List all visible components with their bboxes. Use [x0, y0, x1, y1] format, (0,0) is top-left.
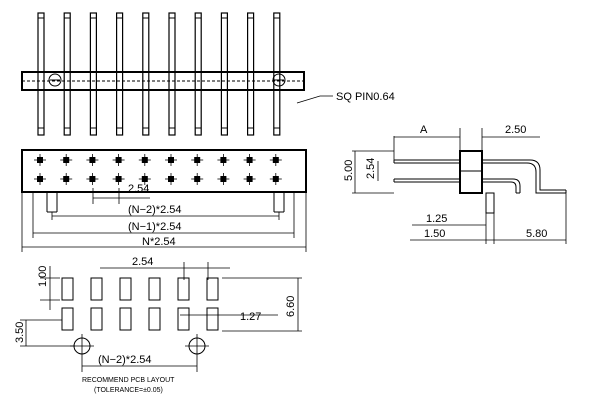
pin-dot	[165, 173, 177, 185]
dim-n-2-54: N*2.54	[142, 236, 176, 248]
front-mark-left	[48, 73, 62, 87]
pin-dot	[217, 173, 230, 185]
pcb-1-00: 1.00	[37, 266, 49, 287]
lower-bent-pin	[482, 178, 521, 193]
pcb-2-54: 2.54	[132, 256, 153, 268]
pin-dot	[138, 173, 151, 185]
pin-dot	[34, 173, 46, 185]
pcb-pad	[177, 277, 190, 301]
pin-dot	[86, 173, 99, 185]
bottom-view: 2.54 (N−2)*2.54 (N−1)*2.54 N*2.54	[21, 149, 307, 252]
left-peg	[46, 192, 58, 213]
dim-2-54-top: 2.54	[128, 183, 149, 195]
pcb-pads	[61, 277, 219, 331]
pcb-pad	[206, 307, 219, 331]
pcb-pad	[90, 307, 103, 331]
pcb-pad	[177, 307, 190, 331]
pcb-pad	[148, 277, 161, 301]
pcb-pad	[119, 277, 132, 301]
side-view: A 2.50 5.00 2.54 1.25 1.50 5.80	[343, 124, 567, 244]
front-mark-right	[272, 73, 286, 87]
side-housing	[459, 150, 483, 194]
sq-pin-label: SQ PIN0.64	[336, 91, 395, 103]
dim-5-80: 5.80	[526, 228, 547, 240]
upper-bent-pin	[482, 159, 566, 191]
pin-dot	[191, 154, 204, 166]
pin-dot	[243, 154, 256, 166]
pin-dot	[86, 154, 99, 166]
sq-pin-leader	[296, 95, 333, 104]
pcb-hole-left	[70, 334, 94, 372]
pin-dot	[112, 154, 125, 166]
front-pin	[89, 12, 98, 136]
dim-a: A	[420, 124, 428, 136]
pin-dot	[34, 154, 46, 166]
front-pin	[115, 12, 124, 136]
front-pin	[37, 12, 45, 136]
pcb-pad	[148, 307, 161, 331]
front-pin	[247, 12, 255, 136]
pin-dot	[60, 154, 73, 166]
front-pin	[142, 12, 150, 136]
pcb-layout: 2.54 1.00 6.60 1.27 3.50 (N−2)*2.	[14, 256, 302, 394]
pin-dot	[112, 173, 125, 185]
tolerance-note: (TOLERANCE=±0.05)	[94, 387, 163, 394]
pcb-1-27: 1.27	[240, 311, 261, 323]
front-pins	[37, 12, 281, 136]
dim-2-50: 2.50	[505, 124, 526, 136]
right-peg	[273, 192, 285, 213]
pcb-pad	[61, 307, 74, 331]
pin-dot	[165, 154, 177, 166]
pin-dot	[269, 173, 282, 185]
pin-dot	[191, 173, 204, 185]
front-pin	[168, 12, 176, 136]
pcb-6-60: 6.60	[285, 296, 297, 317]
front-pin	[194, 12, 202, 136]
front-pin	[63, 12, 71, 136]
pin-dot	[217, 154, 230, 166]
layout-title: RECOMMEND PCB LAYOUT	[82, 377, 175, 384]
bottom-housing	[21, 149, 307, 193]
front-pin	[220, 12, 228, 136]
pcb-pad	[206, 277, 219, 301]
side-peg	[485, 192, 495, 214]
dim-1-25: 1.25	[426, 213, 447, 225]
dim-1-50: 1.50	[424, 228, 445, 240]
pcb-n2-2-54: (N−2)*2.54	[98, 354, 152, 366]
pcb-pad	[90, 277, 103, 301]
pcb-pad	[119, 307, 132, 331]
pin-dot	[269, 154, 282, 166]
dim-2-54-side: 2.54	[365, 158, 377, 179]
dim-5-00: 5.00	[343, 160, 355, 181]
bottom-dots	[34, 154, 282, 185]
pin-dot	[243, 173, 256, 185]
pcb-3-50: 3.50	[14, 322, 26, 343]
dim-n2-2-54: (N−2)*2.54	[128, 204, 182, 216]
pin-dot	[138, 154, 151, 166]
front-view: SQ PIN0.64	[21, 12, 395, 136]
dim-n1-2-54: (N−1)*2.54	[128, 221, 182, 233]
pcb-pad	[61, 277, 74, 301]
pin-dot	[60, 173, 73, 185]
